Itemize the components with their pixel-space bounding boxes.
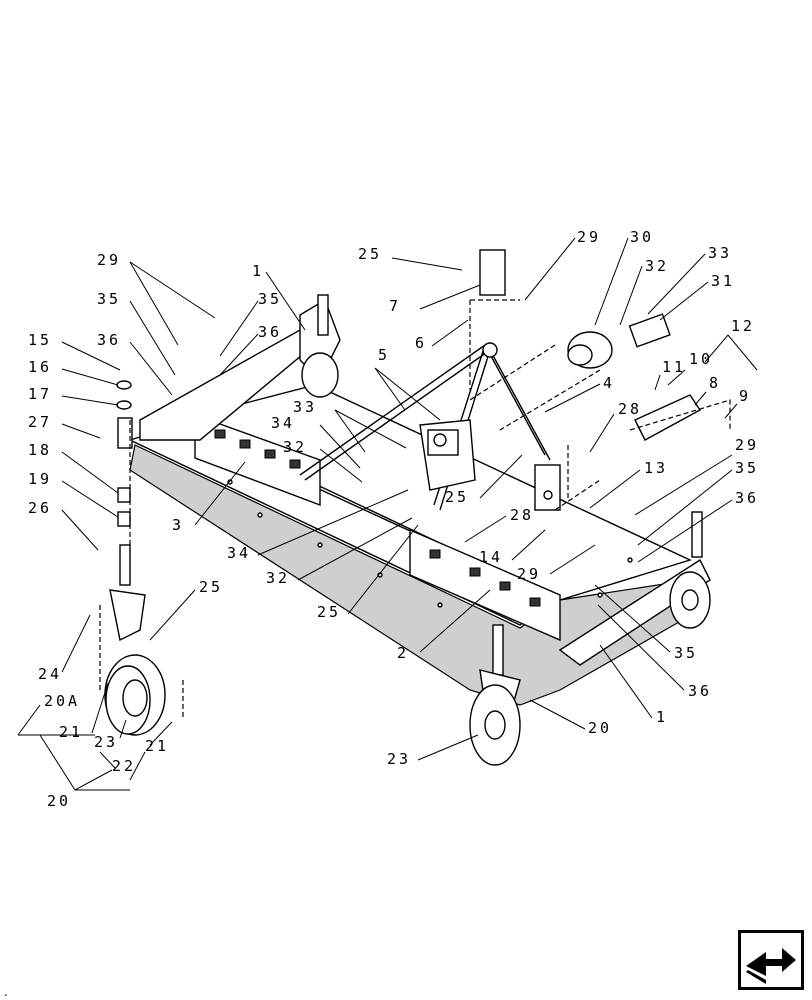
part-label: 35 <box>97 290 121 308</box>
part-label: 28 <box>510 506 534 524</box>
part-label: 33 <box>293 398 317 416</box>
part-label: 35 <box>735 459 759 477</box>
part-label: 12 <box>731 317 755 335</box>
part-label: 25 <box>317 603 341 621</box>
part-labels: 1 1 2 3 4 5 6 7 8 9 10 11 12 13 14 15 16… <box>28 228 759 810</box>
part-label: 20 <box>588 719 612 737</box>
part-label: 6 <box>415 334 427 352</box>
part-label: 18 <box>28 441 52 459</box>
part-label: 10 <box>689 350 713 368</box>
part-label: 21 <box>145 737 169 755</box>
part-label: 25 <box>199 578 223 596</box>
next-page-arrow-icon[interactable] <box>738 930 804 990</box>
part-label: 1 <box>656 708 668 726</box>
part-label: 20 <box>47 792 71 810</box>
part-label: 14 <box>479 548 503 566</box>
part-label: 34 <box>271 414 295 432</box>
part-label: 23 <box>94 733 118 751</box>
part-label: 32 <box>266 569 290 587</box>
part-label: 26 <box>28 499 52 517</box>
part-label: 2 <box>397 644 409 662</box>
part-label: 36 <box>258 323 282 341</box>
part-label: 35 <box>258 290 282 308</box>
part-label: 3 <box>172 516 184 534</box>
part-label: 25 <box>358 245 382 263</box>
part-label: 36 <box>97 331 121 349</box>
part-label: 21 <box>59 723 83 741</box>
part-label: 5 <box>378 346 390 364</box>
part-label: 17 <box>28 385 52 403</box>
part-label: 32 <box>283 438 307 456</box>
part-label: 20A <box>44 692 80 710</box>
part-label: 29 <box>735 436 759 454</box>
mower-deck-drawing <box>99 249 731 766</box>
part-label: 25 <box>445 488 469 506</box>
part-label: 13 <box>644 459 668 477</box>
part-label: 16 <box>28 358 52 376</box>
part-label: 22 <box>112 757 136 775</box>
part-label: 19 <box>28 470 52 488</box>
part-label: 9 <box>739 387 751 405</box>
part-label: 28 <box>618 400 642 418</box>
part-label: 34 <box>227 544 251 562</box>
part-label: 30 <box>630 228 654 246</box>
part-label: 29 <box>577 228 601 246</box>
part-label: 24 <box>38 665 62 683</box>
part-label: 29 <box>517 565 541 583</box>
part-label: 1 <box>252 262 264 280</box>
part-label: 8 <box>709 374 721 392</box>
leader-lines <box>17 237 758 791</box>
part-label: 33 <box>708 244 732 262</box>
part-label: 36 <box>735 489 759 507</box>
part-label: 11 <box>662 358 686 376</box>
part-label: 32 <box>645 257 669 275</box>
part-label: 36 <box>688 682 712 700</box>
corner-mark: . <box>4 985 8 999</box>
part-label: 15 <box>28 331 52 349</box>
part-label: 4 <box>603 374 615 392</box>
part-label: 29 <box>97 251 121 269</box>
part-label: 7 <box>389 297 401 315</box>
part-label: 27 <box>28 413 52 431</box>
part-label: 31 <box>711 272 735 290</box>
part-label: 23 <box>387 750 411 768</box>
part-label: 35 <box>674 644 698 662</box>
